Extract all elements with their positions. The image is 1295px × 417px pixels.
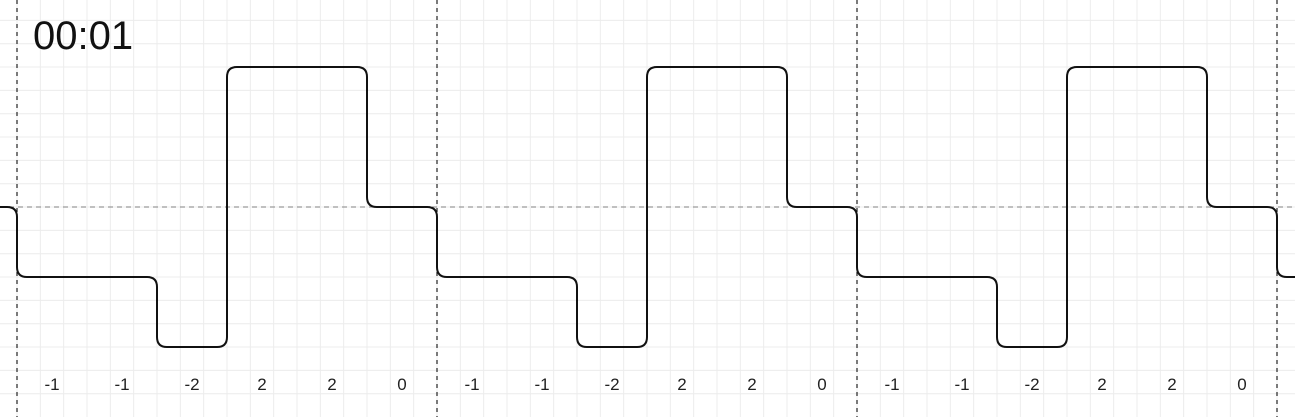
symbol-label: -1 bbox=[464, 375, 479, 394]
symbol-label: -1 bbox=[884, 375, 899, 394]
symbol-label: -1 bbox=[44, 375, 59, 394]
signal-trace-group bbox=[0, 66, 1295, 348]
symbol-label: -1 bbox=[954, 375, 969, 394]
symbol-label: 2 bbox=[747, 375, 756, 394]
symbol-labels: -1 -1 -2 2 2 0 -1 -1 -2 2 2 0 -1 -1 -2 2 2 0 bbox=[44, 375, 1246, 394]
symbol-label: 2 bbox=[677, 375, 686, 394]
signal-trace bbox=[0, 66, 1295, 348]
symbol-label: 2 bbox=[257, 375, 266, 394]
symbol-label: 2 bbox=[1167, 375, 1176, 394]
period-dividers bbox=[16, 0, 1278, 417]
symbol-label: 2 bbox=[1097, 375, 1106, 394]
elapsed-timer: 00:01 bbox=[33, 14, 134, 58]
symbol-label: 2 bbox=[327, 375, 336, 394]
symbol-label: 0 bbox=[397, 375, 406, 394]
symbol-label: -2 bbox=[1024, 375, 1039, 394]
symbol-label: -2 bbox=[604, 375, 619, 394]
symbol-label: -1 bbox=[534, 375, 549, 394]
symbol-label: -1 bbox=[114, 375, 129, 394]
symbol-label: 0 bbox=[1237, 375, 1246, 394]
symbol-label: -2 bbox=[184, 375, 199, 394]
symbol-label: 0 bbox=[817, 375, 826, 394]
